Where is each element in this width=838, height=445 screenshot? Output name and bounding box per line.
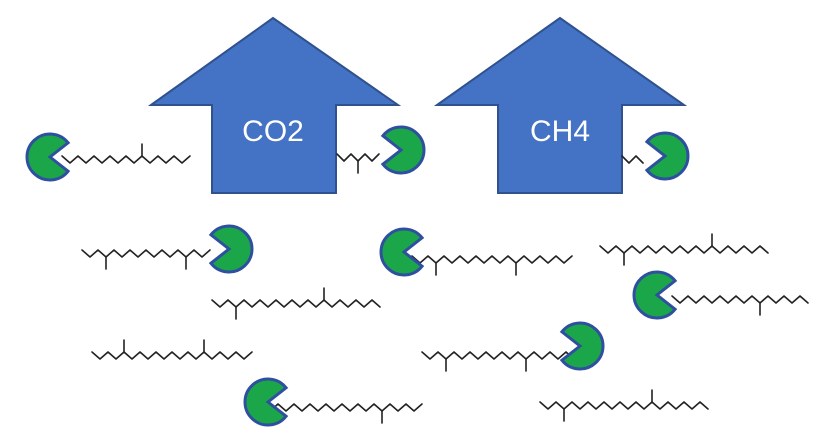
co2-label: CO2 xyxy=(242,115,304,148)
hydrocarbon-chain-icon xyxy=(599,233,769,266)
hydrocarbon-chain-icon xyxy=(211,287,381,320)
hydrocarbon-chain-icon xyxy=(91,339,253,360)
microbe-pacman-icon xyxy=(243,377,289,427)
co2-arrow-shape xyxy=(147,16,402,194)
hydrocarbon-chain-icon xyxy=(261,403,423,424)
microbe-pacman-icon xyxy=(379,227,425,277)
microbe-pacman-icon xyxy=(632,270,678,320)
ch4-label: CH4 xyxy=(530,115,590,148)
hydrocarbon-chain-icon xyxy=(671,295,809,316)
hydrocarbon-chain-icon xyxy=(61,143,191,164)
microbe-pacman-icon xyxy=(559,321,605,371)
hydrocarbon-chain-icon xyxy=(411,255,573,276)
hydrocarbon-chain-icon xyxy=(621,155,644,164)
microbe-pacman-icon xyxy=(644,131,690,181)
co2-arrow: CO2 xyxy=(147,16,402,194)
ch4-arrow: CH4 xyxy=(433,16,688,194)
microbe-pacman-icon xyxy=(25,132,71,182)
hydrocarbon-chain-icon xyxy=(81,249,211,270)
hydrocarbon-chain-icon xyxy=(539,389,709,422)
ch4-arrow-shape xyxy=(433,16,688,194)
microbe-pacman-icon xyxy=(208,224,254,274)
microbe-pacman-icon xyxy=(380,125,426,175)
hydrocarbon-chain-icon xyxy=(421,351,575,372)
hydrocarbon-chain-icon xyxy=(336,153,380,174)
